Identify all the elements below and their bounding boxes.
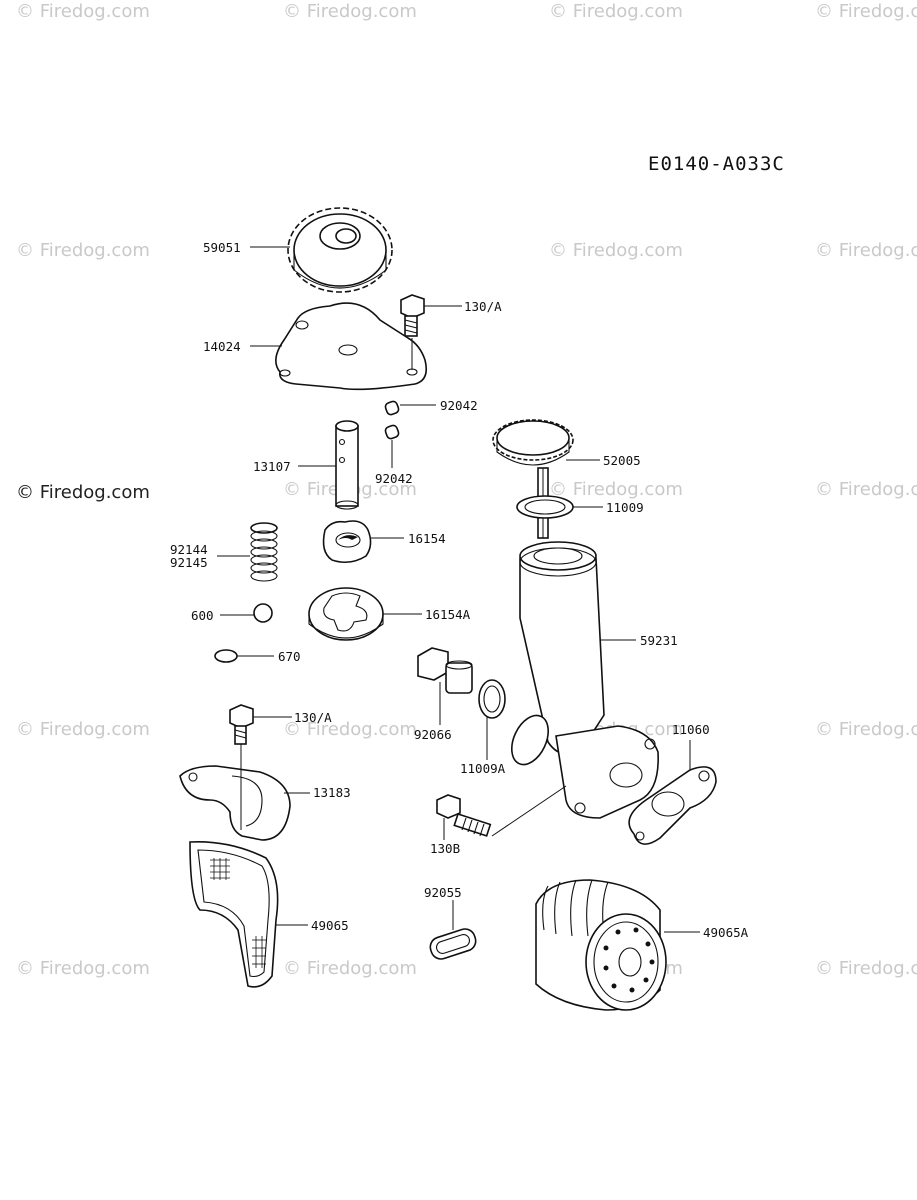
watermark: © Firedog.com <box>16 1 150 22</box>
gasket-11060[interactable] <box>628 766 717 845</box>
label-14024[interactable]: 14024 <box>203 339 241 354</box>
label-92042-a[interactable]: 92042 <box>440 398 478 413</box>
watermark: © Firedog.com <box>16 240 150 261</box>
label-92145[interactable]: 92145 <box>170 555 208 570</box>
shaft-13107[interactable] <box>335 420 359 510</box>
ball-600[interactable] <box>253 603 273 623</box>
watermark: © Firedog.com <box>283 719 417 740</box>
bracket-13183[interactable] <box>179 744 291 841</box>
bolt-130b[interactable] <box>436 785 567 837</box>
watermark: © Firedog.com <box>549 479 683 500</box>
ring-11009[interactable] <box>516 495 574 519</box>
label-92144[interactable]: 92144 <box>170 542 208 557</box>
label-600[interactable]: 600 <box>191 608 214 623</box>
label-13107[interactable]: 13107 <box>253 459 291 474</box>
plate-14024[interactable] <box>275 302 428 391</box>
watermark: © Firedog.com <box>815 1 917 22</box>
watermark: © Firedog.com <box>16 958 150 979</box>
gear-59051[interactable] <box>287 207 393 293</box>
rotor-16154a[interactable] <box>308 587 384 641</box>
seal-92055[interactable] <box>428 926 479 961</box>
bolt-130a-top[interactable] <box>400 294 425 337</box>
watermark: © Firedog.com <box>283 1 417 22</box>
label-92055[interactable]: 92055 <box>424 885 462 900</box>
washer-11009a[interactable] <box>478 679 506 719</box>
watermark: © Firedog.com <box>815 719 917 740</box>
label-11009a[interactable]: 11009A <box>460 761 506 776</box>
watermark: © Firedog.com <box>283 958 417 979</box>
pin-92042-a[interactable] <box>384 400 400 416</box>
plug-92066[interactable] <box>417 647 473 694</box>
label-670[interactable]: 670 <box>278 649 301 664</box>
label-49065a[interactable]: 49065A <box>703 925 749 940</box>
cap-52005[interactable] <box>492 419 574 539</box>
label-92066[interactable]: 92066 <box>414 727 452 742</box>
oil-filter-49065a[interactable] <box>535 879 667 1011</box>
rotor-16154[interactable] <box>322 520 372 564</box>
oring-670[interactable] <box>214 649 238 663</box>
watermark: © Firedog.com <box>549 1 683 22</box>
label-92042-b[interactable]: 92042 <box>375 471 413 486</box>
label-59051[interactable]: 59051 <box>203 240 241 255</box>
label-52005[interactable]: 52005 <box>603 453 641 468</box>
pipe-59231[interactable] <box>505 541 659 819</box>
pin-92042-b[interactable] <box>384 424 400 440</box>
watermark: © Firedog.com <box>815 240 917 261</box>
watermark: © Firedog.com <box>549 240 683 261</box>
label-11060[interactable]: 11060 <box>672 722 710 737</box>
label-59231[interactable]: 59231 <box>640 633 678 648</box>
spring-92144-92145[interactable] <box>250 522 278 582</box>
diagram-code: E0140-A033C <box>648 153 785 175</box>
watermark: © Firedog.com <box>815 958 917 979</box>
label-13183[interactable]: 13183 <box>313 785 351 800</box>
bolt-130a-mid[interactable] <box>229 704 254 745</box>
watermark: © Firedog.com <box>16 719 150 740</box>
label-130a-top[interactable]: 130/A <box>464 299 502 314</box>
label-130b[interactable]: 130B <box>430 841 461 856</box>
watermark: © Firedog.com <box>815 479 917 500</box>
label-49065[interactable]: 49065 <box>311 918 349 933</box>
label-16154a[interactable]: 16154A <box>425 607 471 622</box>
label-16154[interactable]: 16154 <box>408 531 446 546</box>
label-11009[interactable]: 11009 <box>606 500 644 515</box>
watermark: © Firedog.com <box>16 482 150 503</box>
strainer-49065[interactable] <box>189 841 279 988</box>
label-130a-mid[interactable]: 130/A <box>294 710 332 725</box>
